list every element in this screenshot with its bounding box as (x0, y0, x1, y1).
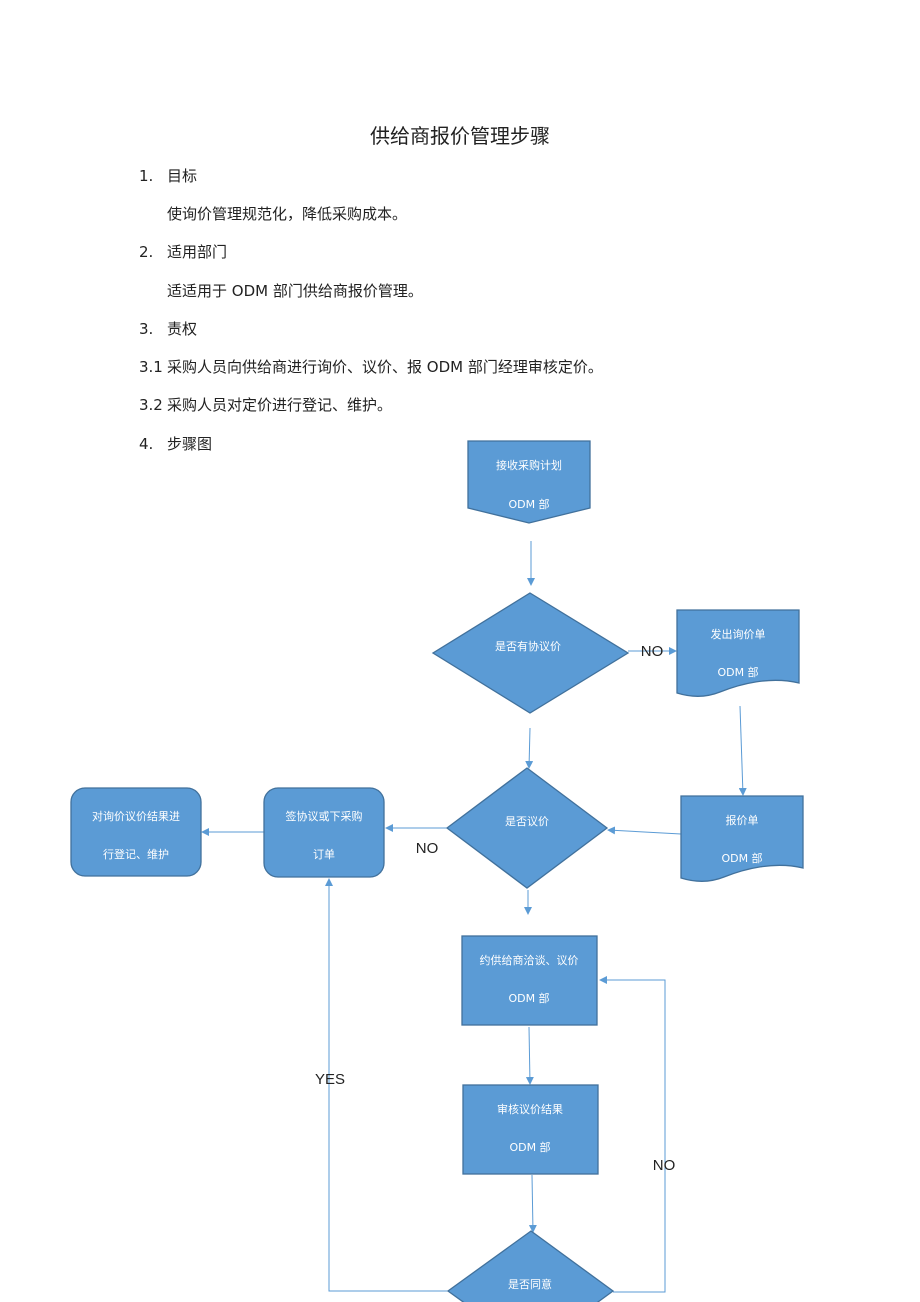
node-text: ODM 部 (508, 991, 549, 1005)
section-heading: 目标 (167, 167, 198, 185)
yes-label: YES (315, 1071, 345, 1088)
section-number: 2. (139, 243, 154, 261)
node-text: ODM 部 (721, 851, 762, 865)
section-heading: 采购人员对定价进行登记、维护。 (167, 396, 393, 414)
node-text: 接收采购计划 (496, 458, 562, 472)
node-text: 发出询价单 (711, 627, 766, 641)
node-negotiate-supplier: 约供给商洽谈、议价 ODM 部 (461, 935, 598, 1026)
node-text: 行登记、维护 (103, 847, 169, 861)
node-agree-decision: 是否同意 (446, 1230, 615, 1302)
no-label: NO (641, 643, 664, 660)
node-negotiate-decision: 是否议价 (445, 767, 609, 889)
section-heading: 适用部门 (167, 243, 228, 261)
node-text: 是否有协议价 (495, 639, 561, 653)
node-text: 约供给商洽谈、议价 (480, 953, 579, 967)
arrow (525, 1026, 534, 1085)
no-label: NO (416, 840, 439, 857)
node-receive-plan: 接收采购计划 ODM 部 (467, 440, 591, 524)
section-heading: 步骤图 (167, 435, 213, 453)
node-text: 对询价议价结果进 (92, 809, 180, 823)
no-loop-arrow (599, 976, 666, 1293)
node-text: ODM 部 (717, 665, 758, 679)
node-review-result: 审核议价结果 ODM 部 (462, 1084, 599, 1175)
section-number: 4. (139, 435, 154, 453)
arrow (525, 727, 534, 769)
node-text: 是否同意 (508, 1277, 552, 1291)
arrow (738, 705, 747, 796)
section-heading: 责权 (167, 320, 198, 338)
node-has-agreement-price: 是否有协议价 (431, 592, 630, 714)
no-label: NO (653, 1157, 676, 1174)
node-text: 审核议价结果 (497, 1102, 563, 1116)
arrow (607, 826, 682, 835)
yes-loop-arrow (325, 878, 448, 1292)
node-quotation: 报价单 ODM 部 (680, 795, 804, 882)
section-number: 3.2 (139, 396, 163, 414)
node-text: ODM 部 (509, 1140, 550, 1154)
node-text: 订单 (313, 848, 335, 861)
section-number: 1. (139, 167, 154, 185)
node-text: ODM 部 (508, 497, 549, 511)
node-text: 报价单 (726, 813, 759, 827)
section-number: 3.1 (139, 358, 163, 376)
page-title: 供给商报价管理步骤 (370, 124, 550, 148)
connector-lines (201, 541, 747, 1293)
section-heading: 采购人员向供给商进行询价、议价、报 ODM 部门经理审核定价。 (167, 358, 603, 376)
node-text: 签协议或下采购 (286, 809, 363, 823)
node-sign-agreement: 签协议或下采购 订单 (263, 787, 385, 878)
node-send-inquiry: 发出询价单 ODM 部 (676, 609, 800, 697)
node-text: 是否议价 (505, 815, 549, 828)
section-number: 3. (139, 320, 154, 338)
section-body: 适适用于 ODM 部门供给商报价管理。 (167, 282, 423, 300)
arrow (528, 1174, 537, 1233)
node-register: 对询价议价结果进 行登记、维护 (70, 787, 202, 877)
section-body: 使询价管理规范化，降低采购成本。 (167, 205, 408, 223)
